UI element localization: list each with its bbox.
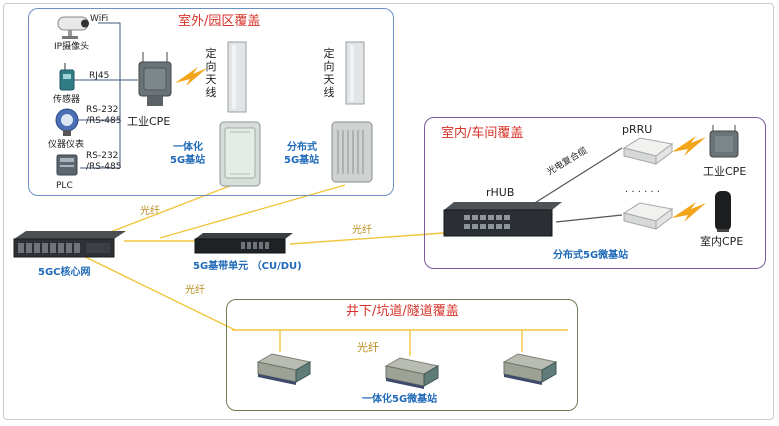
mine-footer-label: 一体化5G微基站 [362, 394, 438, 405]
rhub-icon [443, 202, 562, 237]
fiber-core-to-integrated-bs [99, 181, 241, 237]
distributed-bs-label-2: 5G基站 [284, 155, 320, 166]
outdoor-title: 室外/园区覆盖 [178, 14, 261, 29]
bbu-icon [194, 233, 293, 254]
cpe-icon [138, 52, 172, 106]
sensor-label: 传感器 [53, 95, 81, 105]
wifi-label: WiFi [90, 14, 109, 24]
antenna-right-label: 定向天线 [323, 47, 335, 99]
lightning-icon-prru [672, 136, 706, 156]
plc-icon [56, 154, 78, 176]
base-station-icon [219, 121, 261, 187]
outdoor-zone [28, 8, 394, 196]
distributed-bs-label-1: 分布式 [287, 142, 317, 153]
fiber-bbu-to-rhub [289, 232, 445, 245]
fiber-label-low: 光纤 [185, 285, 205, 296]
rs-a-label-1: RS-232 [86, 105, 119, 115]
sensor-icon [59, 63, 75, 91]
micro-base-station-icon [502, 353, 558, 385]
camera-icon [57, 16, 89, 39]
plc-label: PLC [56, 181, 73, 191]
prru-icon [622, 137, 674, 165]
rs-a-label-2: /RS-485 [86, 116, 122, 126]
micro-base-station-icon [384, 357, 440, 389]
antenna-icon [345, 41, 365, 105]
instrument-label: 仪器仪表 [48, 140, 85, 150]
lightning-icon-indoor [672, 202, 706, 222]
antenna-left-label: 定向天线 [205, 47, 217, 99]
indoor-cpe-label: 室内CPE [700, 235, 744, 248]
indoor-title: 室内/车间覆盖 [441, 126, 524, 141]
cpe-icon [709, 125, 739, 158]
integrated-bs-label-2: 5G基站 [170, 155, 206, 166]
base-station-icon [331, 121, 373, 183]
indoor-footer-label: 分布式5G微基站 [553, 250, 629, 261]
fiber-label-mine: 光纤 [357, 341, 379, 354]
fiber-label-top: 光纤 [140, 206, 160, 217]
integrated-bs-label-1: 一体化 [173, 142, 203, 153]
fiber-core-to-mine [74, 251, 236, 331]
composite-cable-upper [529, 147, 623, 207]
rhub-label: rHUB [486, 186, 515, 199]
prru-more-dots: · · · · · · [625, 187, 660, 198]
prru-label: pRRU [622, 123, 653, 136]
instrument-icon [55, 108, 79, 136]
server-icon [13, 231, 126, 258]
indoor-zone [424, 117, 766, 269]
prru-icon [622, 202, 674, 230]
core-network-label: 5GC核心网 [38, 267, 91, 278]
bbu-label: 5G基带单元 （CU/DU) [193, 261, 302, 272]
indoor-industrial-cpe-label: 工业CPE [703, 165, 747, 178]
lightning-icon-outdoor [175, 67, 207, 86]
fiber-label-mid: 光纤 [352, 225, 372, 236]
outer-frame [3, 3, 774, 420]
mine-zone [226, 299, 578, 411]
composite-cable-lower [555, 214, 623, 223]
industrial-cpe-label: 工业CPE [127, 115, 171, 128]
rs-b-label-2: /RS-485 [86, 162, 122, 172]
ip-camera-label: IP摄像头 [54, 42, 90, 52]
rs-b-label-1: RS-232 [86, 151, 119, 161]
indoor-cpe-icon [715, 191, 731, 232]
antenna-icon [227, 41, 247, 113]
mine-title: 井下/坑道/隧道覆盖 [346, 304, 459, 319]
micro-base-station-icon [256, 353, 312, 385]
rj45-label: RJ45 [89, 71, 110, 81]
fiber-core-to-distributed-bs [159, 184, 346, 239]
